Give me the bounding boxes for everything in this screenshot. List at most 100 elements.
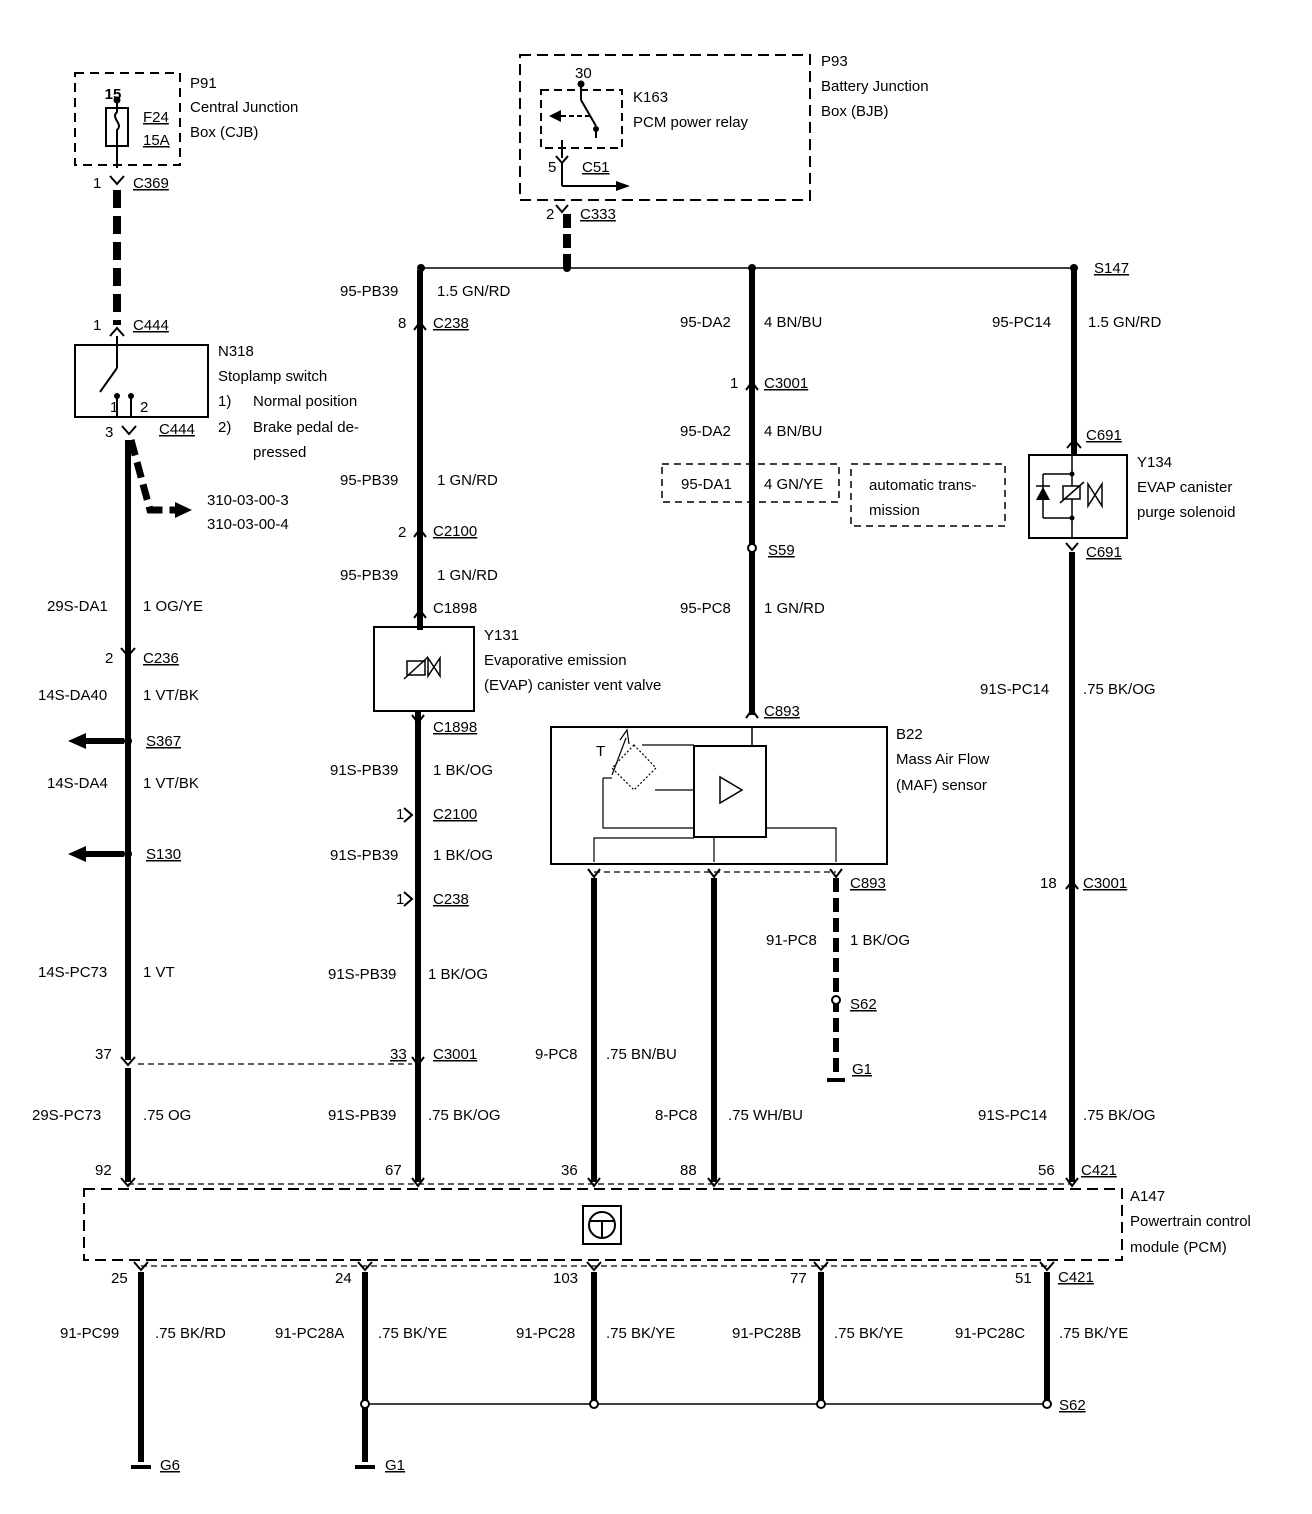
r1-circuit: 95-PC14 bbox=[992, 314, 1051, 331]
p3-size: 1 GN/RD bbox=[437, 567, 498, 584]
vent-valve-name-1: Evaporative emission bbox=[484, 652, 627, 669]
battery-junction-box: 30 K163 PCM power relay 5 C51 P93 Batter… bbox=[519, 53, 929, 201]
p5-size: 1 BK/OG bbox=[433, 847, 493, 864]
p6-size: 1 BK/OG bbox=[428, 966, 488, 983]
stoplamp-note2-b: pressed bbox=[253, 444, 306, 461]
auto-trans-note bbox=[850, 463, 1006, 527]
g1-bottom-label: G1 bbox=[385, 1457, 405, 1474]
vent-valve-id: Y131 bbox=[484, 627, 519, 644]
p4-circuit: 91S-PB39 bbox=[330, 762, 398, 779]
pcm-pin-36: 36 bbox=[561, 1162, 578, 1179]
c236-label: C236 bbox=[143, 650, 179, 667]
fuse-rating: 15A bbox=[143, 132, 170, 149]
purge-id: Y134 bbox=[1137, 454, 1172, 471]
stoplamp-pin-b: 2 bbox=[140, 399, 148, 416]
purge-name-1: EVAP canister bbox=[1137, 479, 1232, 496]
pcm-pin-88: 88 bbox=[680, 1162, 697, 1179]
cjb-pin-label: 15 bbox=[105, 86, 122, 103]
stoplamp-name: Stoplamp switch bbox=[218, 368, 327, 385]
s147-label: S147 bbox=[1094, 260, 1129, 277]
maf-sensor: T bbox=[550, 726, 888, 865]
w1-circuit: 29S-DA1 bbox=[47, 598, 108, 615]
pcm-out-circuit-25: 91-PC99 bbox=[60, 1325, 119, 1342]
c236-pin: 2 bbox=[105, 650, 113, 667]
c3001-top-pin: 1 bbox=[730, 375, 738, 392]
w2-circuit: 14S-DA40 bbox=[38, 687, 107, 704]
w4-circuit: 14S-PC73 bbox=[38, 964, 107, 981]
c893-top-label: C893 bbox=[764, 703, 800, 720]
relay-pin-30: 30 bbox=[575, 65, 592, 82]
w5-circuit: 29S-PC73 bbox=[32, 1107, 101, 1124]
c893-bottom-label: C893 bbox=[850, 875, 886, 892]
maf-thermo-label: T bbox=[596, 743, 605, 760]
central-junction-box: 15 F24 15A P91 Central Junction Box (CJB… bbox=[74, 72, 298, 168]
w2-size: 1 VT/BK bbox=[143, 687, 199, 704]
pcm-out-pin-24: 24 bbox=[335, 1270, 352, 1287]
c444-top-label: C444 bbox=[133, 317, 169, 334]
c2100-top-label: C2100 bbox=[433, 523, 477, 540]
pcm-out-circuit-24: 91-PC28A bbox=[275, 1325, 344, 1342]
d2-size: 4 BN/BU bbox=[764, 423, 822, 440]
c421-top-label: C421 bbox=[1081, 1162, 1117, 1179]
evap-purge-solenoid bbox=[1028, 454, 1128, 539]
r2-size: .75 BK/OG bbox=[1083, 681, 1156, 698]
p7-size: .75 BK/OG bbox=[428, 1107, 501, 1124]
stoplamp-note2-a: Brake pedal de- bbox=[253, 419, 359, 436]
r2-circuit: 91S-PC14 bbox=[980, 681, 1049, 698]
p4-size: 1 BK/OG bbox=[433, 762, 493, 779]
bjb-name-2: Box (BJB) bbox=[821, 103, 889, 120]
d4-size: 1 GN/RD bbox=[764, 600, 825, 617]
c333-pin: 2 bbox=[546, 206, 554, 223]
c369-label: C369 bbox=[133, 175, 169, 192]
splice-s130 bbox=[124, 850, 132, 858]
maf-id: B22 bbox=[896, 726, 923, 743]
p3-circuit: 95-PB39 bbox=[340, 567, 398, 584]
s59-label: S59 bbox=[768, 542, 795, 559]
m1-size: .75 BN/BU bbox=[606, 1046, 677, 1063]
p5-circuit: 91S-PB39 bbox=[330, 847, 398, 864]
stoplamp-switch: 1 2 bbox=[74, 336, 209, 418]
c1898-top-label: C1898 bbox=[433, 600, 477, 617]
c333-label: C333 bbox=[580, 206, 616, 223]
cjb-name-2: Box (CJB) bbox=[190, 124, 258, 141]
c2100-top-pin: 2 bbox=[398, 524, 406, 541]
maf-name-2: (MAF) sensor bbox=[896, 777, 987, 794]
d3-circuit: 95-DA1 bbox=[681, 476, 732, 493]
c3001-pin-37: 37 bbox=[95, 1046, 112, 1063]
c238-bottom-pin: 1 bbox=[396, 891, 404, 908]
purge-name-2: purge solenoid bbox=[1137, 504, 1235, 521]
m3-circuit: 91-PC8 bbox=[766, 932, 817, 949]
page-ref-2: 310-03-00-4 bbox=[207, 516, 289, 533]
c3001-top-label: C3001 bbox=[764, 375, 808, 392]
splice-s62-bottom bbox=[1042, 1399, 1052, 1409]
d1-circuit: 95-DA2 bbox=[680, 314, 731, 331]
stoplamp-id: N318 bbox=[218, 343, 254, 360]
c1898-bottom-label: C1898 bbox=[433, 719, 477, 736]
m1-circuit: 9-PC8 bbox=[535, 1046, 578, 1063]
r3-size: .75 BK/OG bbox=[1083, 1107, 1156, 1124]
w4-size: 1 VT bbox=[143, 964, 175, 981]
g1-top-label: G1 bbox=[852, 1061, 872, 1078]
p1-circuit: 95-PB39 bbox=[340, 283, 398, 300]
pcm-name-2: module (PCM) bbox=[1130, 1239, 1227, 1256]
c3001-mid-label: C3001 bbox=[433, 1046, 477, 1063]
c2100-bottom-label: C2100 bbox=[433, 806, 477, 823]
c369-pin: 1 bbox=[93, 175, 101, 192]
r3-circuit: 91S-PC14 bbox=[978, 1107, 1047, 1124]
c51-pin: 5 bbox=[548, 159, 556, 176]
pcm-out-size-77: .75 BK/YE bbox=[834, 1325, 903, 1342]
vent-valve-name-2: (EVAP) canister vent valve bbox=[484, 677, 661, 694]
p2-size: 1 GN/RD bbox=[437, 472, 498, 489]
c238-bottom-label: C238 bbox=[433, 891, 469, 908]
pcm-out-pin-77: 77 bbox=[790, 1270, 807, 1287]
d2-circuit: 95-DA2 bbox=[680, 423, 731, 440]
w1-size: 1 OG/YE bbox=[143, 598, 203, 615]
bjb-name-1: Battery Junction bbox=[821, 78, 929, 95]
p6-circuit: 91S-PB39 bbox=[328, 966, 396, 983]
stoplamp-note1-num: 1) bbox=[218, 393, 231, 410]
cjb-name-1: Central Junction bbox=[190, 99, 298, 116]
pcm-out-pin-103: 103 bbox=[553, 1270, 578, 1287]
s130-label: S130 bbox=[146, 846, 181, 863]
relay-name: PCM power relay bbox=[633, 114, 749, 131]
